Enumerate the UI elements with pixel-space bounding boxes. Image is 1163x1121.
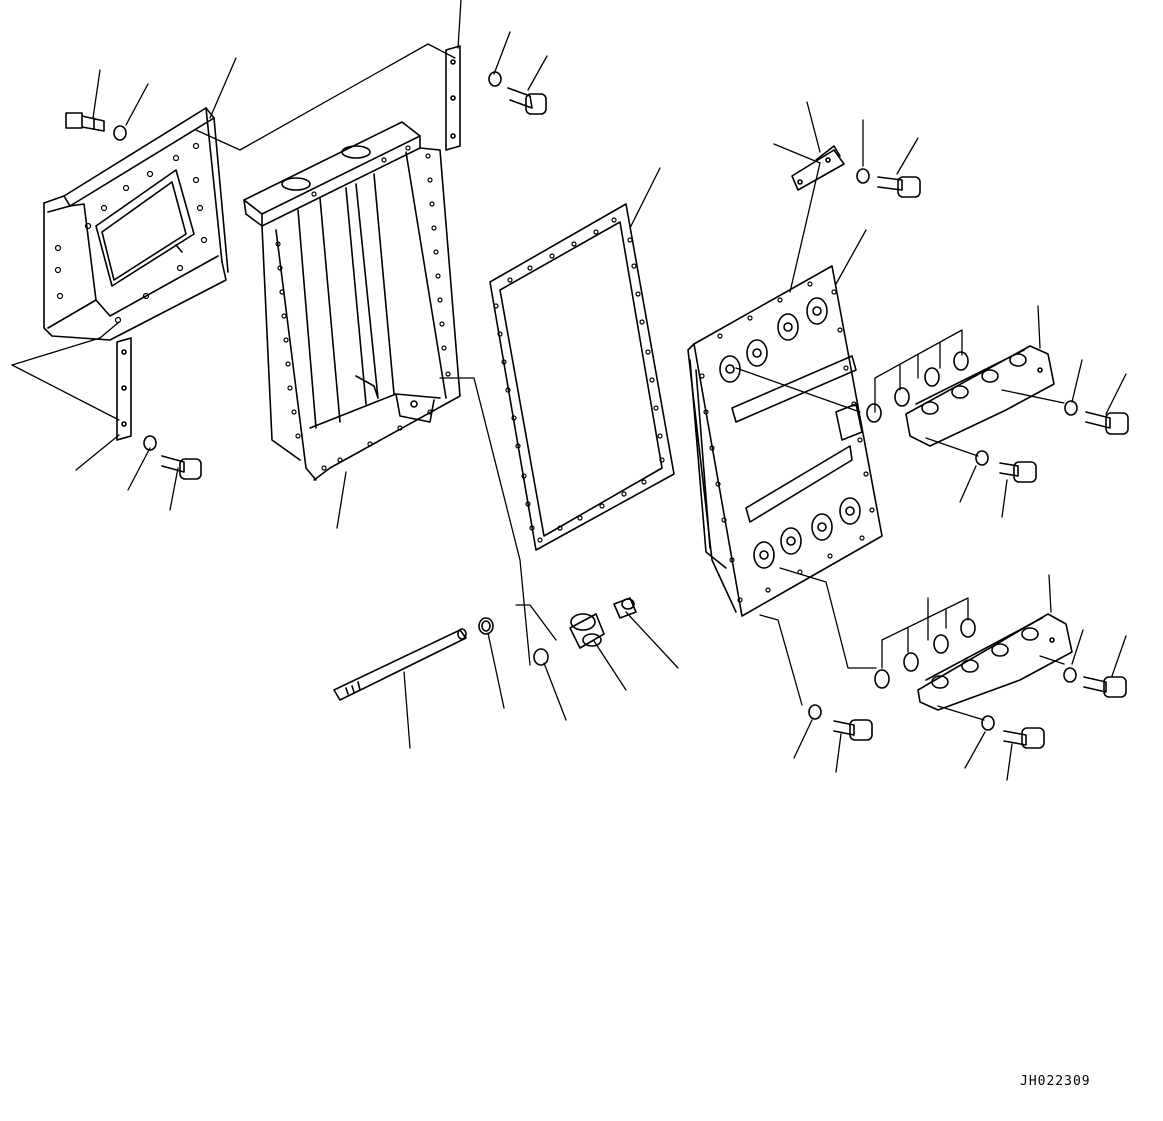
- small-bracket: [792, 146, 844, 190]
- o-rings: [534, 352, 975, 688]
- bolt: [508, 88, 546, 114]
- drawing-code: JH022309: [1020, 1074, 1091, 1089]
- bolt: [1084, 677, 1126, 697]
- core-holes: [700, 282, 874, 602]
- leader-lines: [12, 0, 1126, 780]
- bolt: [1004, 728, 1044, 748]
- bolts: [66, 88, 1128, 748]
- frame-holes: [276, 146, 450, 470]
- bolt: [1000, 462, 1036, 482]
- bolt: [878, 177, 920, 197]
- tank-frame: [244, 122, 460, 480]
- bracket-holes: [56, 144, 207, 323]
- gasket: [490, 204, 674, 550]
- left-bracket: [44, 108, 228, 340]
- washers: [114, 72, 1077, 730]
- flat-bars: [117, 46, 460, 440]
- bolt: [66, 113, 104, 131]
- lower-pipe: [918, 614, 1072, 710]
- bolt: [1086, 412, 1128, 434]
- upper-pipe: [906, 346, 1054, 446]
- core-flanges: [720, 298, 860, 568]
- plug-fitting: [614, 598, 636, 618]
- hose-clamp: [479, 618, 493, 634]
- tube-rod: [334, 629, 466, 700]
- gasket-holes: [494, 218, 664, 542]
- bolt: [834, 720, 872, 740]
- sensor-fitting: [570, 614, 604, 648]
- core-plate: [688, 266, 882, 616]
- bolt: [162, 456, 201, 479]
